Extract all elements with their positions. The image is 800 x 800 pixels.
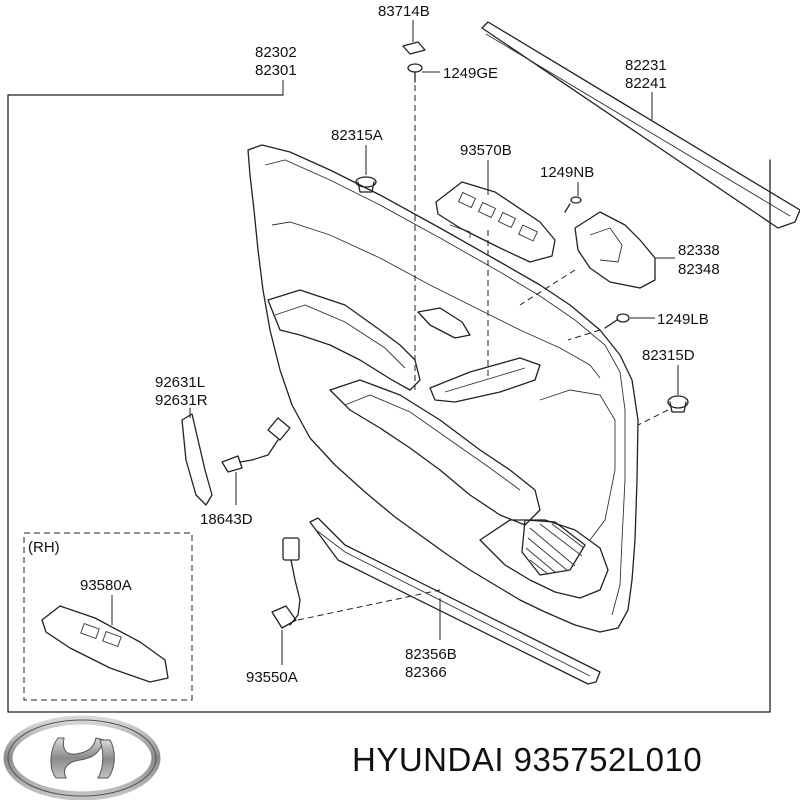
label-18643D: 18643D xyxy=(200,511,253,528)
label-82315A: 82315A xyxy=(331,127,383,144)
dash-82338 xyxy=(519,269,576,306)
lamp-92631L xyxy=(181,413,213,506)
label-92631R: 92631R xyxy=(155,392,208,409)
label-82338: 82338 xyxy=(678,242,720,259)
label-82302: 82302 xyxy=(255,44,297,61)
window-switch-93580A xyxy=(41,605,169,683)
label-92631L: 92631L xyxy=(155,374,205,391)
clip-82315D xyxy=(667,395,689,413)
label-82301: 82301 xyxy=(255,62,297,79)
brand-footer-text: HYUNDAI 935752L010 xyxy=(352,741,702,778)
bracket-82338 xyxy=(574,211,656,289)
main-frame xyxy=(7,94,771,713)
label-82241: 82241 xyxy=(625,75,667,92)
screw-1249GE xyxy=(407,63,423,83)
screw-1249NB xyxy=(564,196,582,213)
label-1249LB: 1249LB xyxy=(657,311,709,328)
dash-82315D xyxy=(637,409,669,426)
label-82315D: 82315D xyxy=(642,347,695,364)
belt-weatherstrip xyxy=(481,21,800,229)
label-rh: (RH) xyxy=(28,539,60,556)
dash-93550A xyxy=(297,589,441,621)
label-1249NB: 1249NB xyxy=(540,164,594,181)
screw-1249LB xyxy=(604,313,630,329)
door-trim-panel xyxy=(247,144,639,633)
rh-inset-box xyxy=(23,532,193,701)
label-82231: 82231 xyxy=(625,57,667,74)
hyundai-logo-icon xyxy=(3,715,161,800)
label-82348: 82348 xyxy=(678,261,720,278)
dash-1249LB xyxy=(567,329,601,341)
label-1249GE: 1249GE xyxy=(443,65,498,82)
harness-93550A xyxy=(271,537,301,629)
clip-82315A xyxy=(355,176,377,193)
window-switch-93570B xyxy=(435,181,556,263)
label-82356B: 82356B xyxy=(405,646,457,663)
label-83714B: 83714B xyxy=(378,3,430,20)
label-93570B: 93570B xyxy=(460,142,512,159)
lower-trim-strip xyxy=(309,517,601,685)
label-93580A: 93580A xyxy=(80,577,132,594)
label-82366: 82366 xyxy=(405,664,447,681)
bulb-socket-18643D xyxy=(221,417,291,473)
label-93550A: 93550A xyxy=(246,669,298,686)
clip-83714B xyxy=(402,41,426,55)
